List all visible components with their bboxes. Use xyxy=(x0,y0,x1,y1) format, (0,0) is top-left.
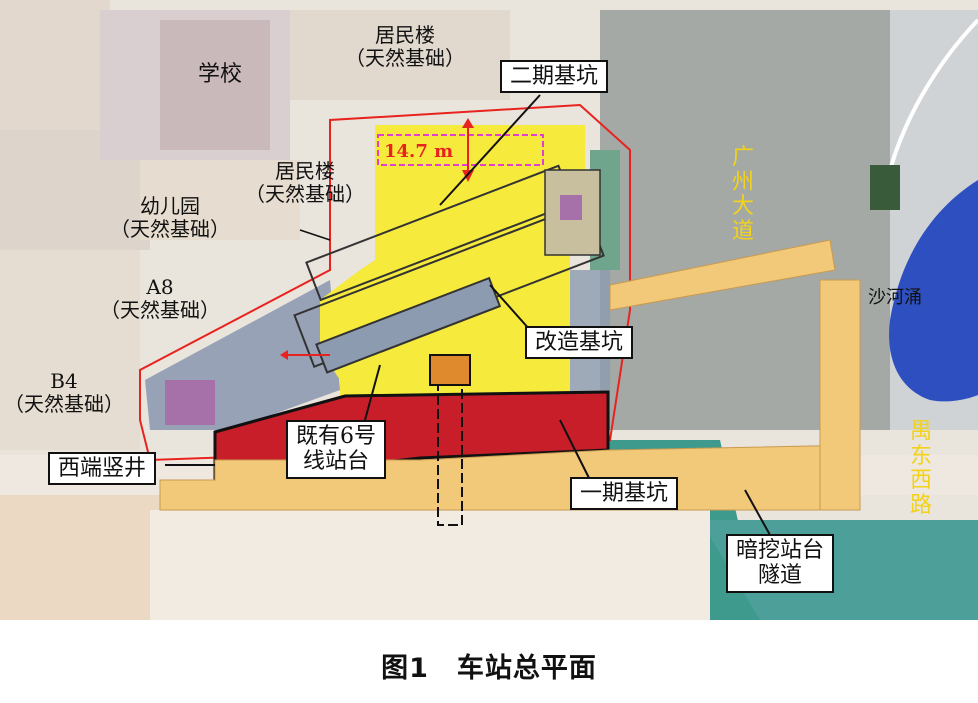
road-label-yudong-char: 东 xyxy=(910,443,933,469)
road-label-guangzhou-char: 广 xyxy=(732,145,755,170)
river-structure xyxy=(870,165,900,210)
label-residential-top: 居民楼 （天然基础） xyxy=(345,24,465,70)
label-b4-foundation: （天然基础） xyxy=(4,392,124,416)
road-label-yudong-char: 西 xyxy=(910,468,933,494)
pointer-phase2 xyxy=(439,94,541,206)
shaft-passage xyxy=(437,384,463,526)
callout-phase1-pit: 一期基坑 xyxy=(570,477,679,511)
road-label-guangzhou-char: 道 xyxy=(732,218,755,244)
road-label-guangzhou: 广 州 大 道 xyxy=(732,145,755,245)
callout-existing-line6: 既有6号 线站台 xyxy=(286,420,386,479)
block xyxy=(140,160,300,240)
label-residential-mid: 居民楼 （天然基础） xyxy=(245,160,365,206)
label-kindergarten-name: 幼儿园 xyxy=(140,194,200,218)
road-label-guangzhou-char: 大 xyxy=(732,194,755,220)
block xyxy=(0,0,110,130)
east-structure-mark xyxy=(560,195,582,220)
callout-west-shaft: 西端竖井 xyxy=(48,452,157,486)
dimension-frame xyxy=(377,134,544,166)
label-residential-mid-foundation: （天然基础） xyxy=(245,182,365,206)
label-a8: A8 （天然基础） xyxy=(100,276,220,322)
dimension-arrowhead xyxy=(462,170,474,182)
road-strip xyxy=(150,510,710,620)
label-b4: B4 （天然基础） xyxy=(4,370,124,416)
dimension-arrowhead-top xyxy=(462,118,474,128)
b4-building xyxy=(165,380,215,425)
dimension-label: 14.7 m xyxy=(384,141,454,162)
block xyxy=(0,250,140,450)
tunnel-east-branch xyxy=(609,239,836,311)
label-kindergarten: 幼儿园 （天然基础） xyxy=(110,195,230,241)
block-school-building xyxy=(160,20,270,150)
pointer-residential-mid xyxy=(299,229,331,241)
existing-line6-platform xyxy=(315,276,502,374)
label-a8-name: A8 xyxy=(146,275,174,299)
callout-existing-line6-line2: 线站台 xyxy=(302,449,369,475)
river-bank xyxy=(883,18,978,191)
road-label-yudong: 禺 东 西 路 xyxy=(910,419,933,519)
label-kindergarten-foundation: （天然基础） xyxy=(110,217,230,241)
tunnel-east-leg xyxy=(819,279,861,511)
phase2-pit-area xyxy=(320,125,585,440)
figure-caption: 图1 车站总平面 xyxy=(381,653,597,684)
callout-phase2-pit: 二期基坑 xyxy=(500,60,609,94)
block xyxy=(290,10,510,100)
label-b4-name: B4 xyxy=(50,369,78,393)
label-school: 学校 xyxy=(198,62,243,87)
callout-retrofit-pit: 改造基坑 xyxy=(525,326,634,360)
road-label-guangzhou-char: 州 xyxy=(732,169,755,195)
label-shahe-creek: 沙河涌 xyxy=(868,287,922,308)
callout-existing-line6-line1: 既有6号 xyxy=(296,424,376,449)
label-residential-top-foundation: （天然基础） xyxy=(345,46,465,70)
callout-platform-tunnel: 暗挖站台 隧道 xyxy=(726,534,835,593)
pointer-phase1 xyxy=(559,419,591,481)
offset-arrowhead xyxy=(280,350,288,360)
site-plan-map xyxy=(0,0,978,620)
central-shaft xyxy=(429,354,471,386)
label-residential-mid-name: 居民楼 xyxy=(275,159,335,183)
pointer-retrofit xyxy=(489,284,531,331)
pointer-existing xyxy=(364,364,381,421)
label-a8-foundation: （天然基础） xyxy=(100,298,220,322)
callout-platform-tunnel-line1: 暗挖站台 xyxy=(736,538,825,563)
callout-platform-tunnel-line2: 隧道 xyxy=(758,563,803,589)
road-label-yudong-char: 路 xyxy=(910,492,933,518)
road-label-yudong-char: 禺 xyxy=(910,419,933,444)
label-residential-top-name: 居民楼 xyxy=(375,23,435,47)
shahe-creek-river xyxy=(889,180,978,402)
pointer-tunnel xyxy=(744,489,771,536)
